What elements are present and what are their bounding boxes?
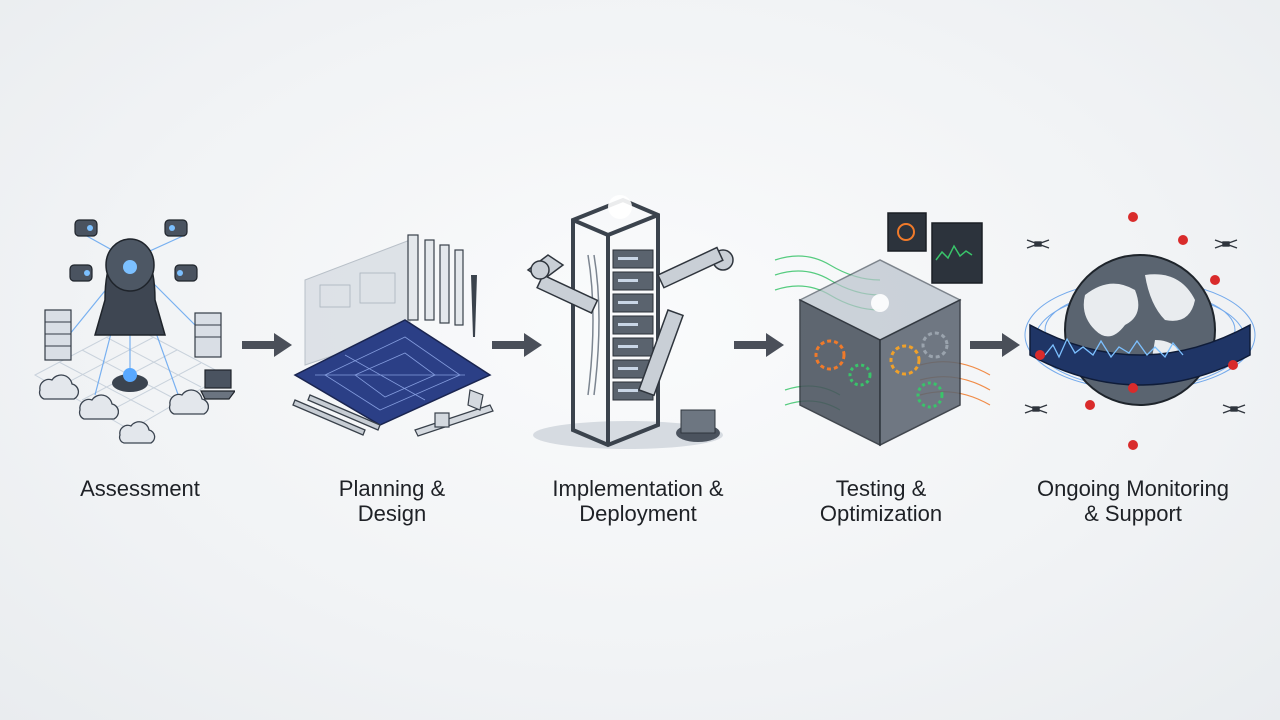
step-label-assessment: Assessment <box>80 476 200 501</box>
arrow-right-icon <box>970 333 1020 357</box>
arrow-right-icon <box>492 333 542 357</box>
glowing-cube-gears-icon <box>774 212 991 447</box>
server-rack-robot-arms-icon <box>526 195 734 449</box>
step-label-implementation-deployment: Implementation & Deployment <box>552 476 724 526</box>
network-assessment-icon <box>33 219 235 444</box>
arrow-right-icon <box>242 333 292 357</box>
arrow-right-icon <box>734 333 784 357</box>
blueprint-tools-icon <box>292 234 494 437</box>
step-label-monitoring-support: Ongoing Monitoring & Support <box>1036 476 1229 526</box>
step-label-planning-design: Planning & Design <box>338 476 446 526</box>
globe-drones-monitoring-icon <box>1024 212 1256 450</box>
step-label-testing-optimization: Testing & Optimization <box>819 476 943 526</box>
